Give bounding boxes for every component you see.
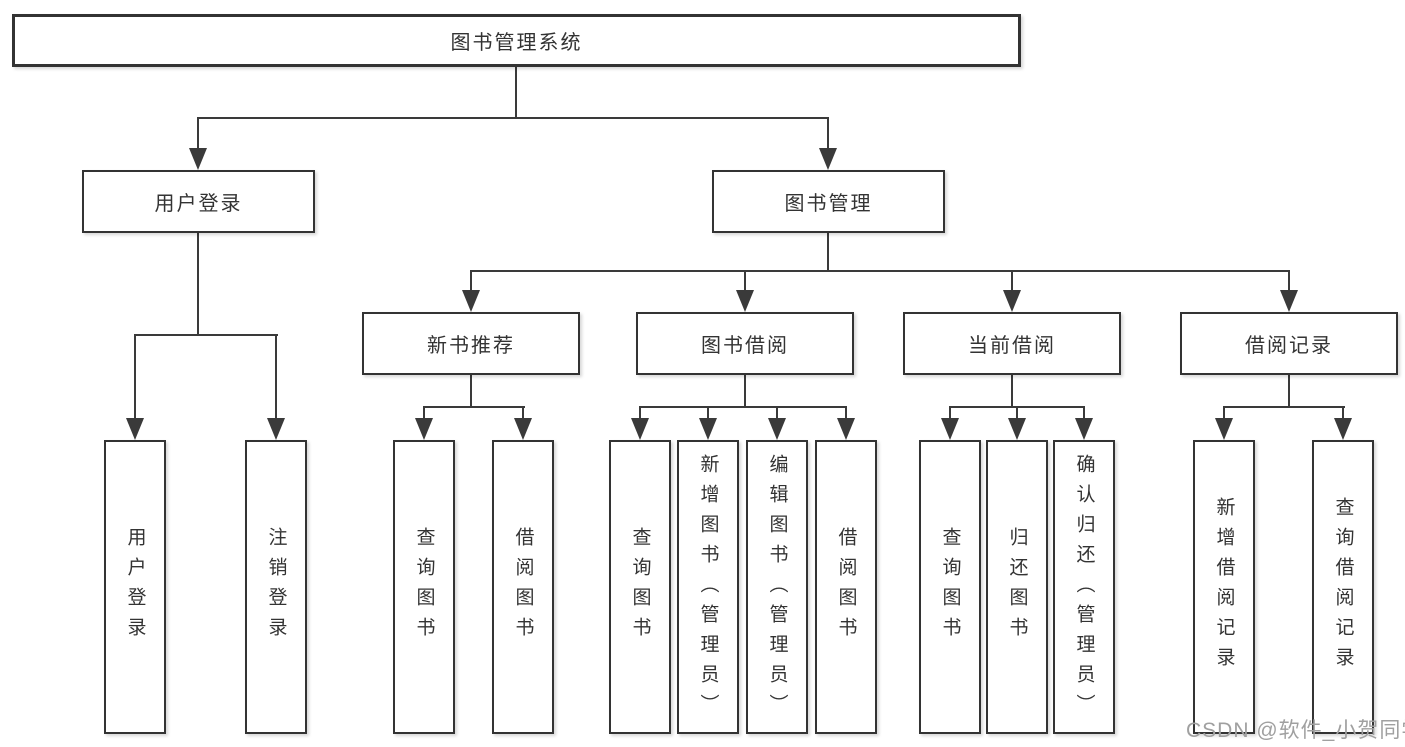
leaf-current-return-book: 归还图书 xyxy=(986,440,1048,734)
edge-drop-book-mgmt xyxy=(827,119,829,150)
edge-drop-leaf xyxy=(776,408,778,420)
edge-drop-leaf xyxy=(707,408,709,420)
edge-drop-leaf xyxy=(1016,408,1018,420)
leaf-recommend-borrow-book: 借阅图书 xyxy=(492,440,554,734)
leaf-records-add-record: 新增借阅记录 xyxy=(1193,440,1255,734)
node-borrow-records: 借阅记录 xyxy=(1180,312,1398,375)
leaf-current-query-book: 查询图书 xyxy=(919,440,981,734)
leaf-records-query-record: 查询借阅记录 xyxy=(1312,440,1374,734)
edge-drop-new-book-rec xyxy=(470,272,472,292)
edge-new-book-rec-branch-bar xyxy=(423,406,525,408)
arrowhead-down-icon xyxy=(699,418,717,440)
edge-drop-leaf xyxy=(1083,408,1085,420)
arrowhead-down-icon xyxy=(736,290,754,312)
leaf-logout-login: 注销登录 xyxy=(245,440,307,734)
edge-drop-leaf xyxy=(423,408,425,420)
node-current-borrow: 当前借阅 xyxy=(903,312,1121,375)
arrowhead-down-icon xyxy=(1334,418,1352,440)
leaf-borrow-add-book-admin: 新增图书（管理员） xyxy=(677,440,739,734)
leaf-borrow-query-book: 查询图书 xyxy=(609,440,671,734)
edge-user-login-stem xyxy=(197,233,199,336)
edge-root-stem xyxy=(515,67,517,119)
edge-user-login-branch-bar xyxy=(134,334,278,336)
watermark: CSDN @软件_小贺同学 xyxy=(1186,719,1405,742)
edge-drop-leaf-logout xyxy=(275,336,277,420)
leaf-user-login: 用户登录 xyxy=(104,440,166,734)
arrowhead-down-icon xyxy=(1075,418,1093,440)
node-user-login: 用户登录 xyxy=(82,170,315,233)
edge-drop-borrow-record xyxy=(1288,272,1290,292)
arrowhead-down-icon xyxy=(462,290,480,312)
edge-drop-leaf xyxy=(845,408,847,420)
arrowhead-down-icon xyxy=(1215,418,1233,440)
edge-book-mgmt-branch-bar xyxy=(470,270,1290,272)
edge-drop-leaf xyxy=(522,408,524,420)
arrowhead-down-icon xyxy=(941,418,959,440)
node-book-borrow: 图书借阅 xyxy=(636,312,854,375)
edge-borrow-records-branch-bar xyxy=(1223,406,1345,408)
arrowhead-down-icon xyxy=(631,418,649,440)
edge-current-borrow-stem xyxy=(1011,375,1013,408)
node-library-management-system: 图书管理系统 xyxy=(12,14,1021,67)
edge-current-borrow-branch-bar xyxy=(949,406,1085,408)
node-new-book-recommend: 新书推荐 xyxy=(362,312,580,375)
arrowhead-down-icon xyxy=(267,418,285,440)
leaf-recommend-query-book: 查询图书 xyxy=(393,440,455,734)
arrowhead-down-icon xyxy=(1008,418,1026,440)
edge-drop-leaf xyxy=(949,408,951,420)
edge-drop-book-borrow xyxy=(744,272,746,292)
leaf-current-confirm-return-admin: 确认归还（管理员） xyxy=(1053,440,1115,734)
edge-drop-leaf-user-login xyxy=(134,336,136,420)
arrowhead-down-icon xyxy=(819,148,837,170)
edge-drop-leaf xyxy=(1342,408,1344,420)
edge-root-branch-bar xyxy=(197,117,829,119)
arrowhead-down-icon xyxy=(514,418,532,440)
arrowhead-down-icon xyxy=(1280,290,1298,312)
edge-drop-leaf xyxy=(1223,408,1225,420)
arrowhead-down-icon xyxy=(1003,290,1021,312)
edge-drop-current-borrow xyxy=(1011,272,1013,292)
edge-book-borrow-branch-bar xyxy=(639,406,847,408)
edge-drop-leaf xyxy=(639,408,641,420)
leaf-borrow-borrow-book: 借阅图书 xyxy=(815,440,877,734)
arrowhead-down-icon xyxy=(837,418,855,440)
arrowhead-down-icon xyxy=(126,418,144,440)
arrowhead-down-icon xyxy=(768,418,786,440)
edge-new-book-rec-stem xyxy=(470,375,472,408)
leaf-borrow-edit-book-admin: 编辑图书（管理员） xyxy=(746,440,808,734)
edge-book-mgmt-stem xyxy=(827,233,829,272)
arrowhead-down-icon xyxy=(189,148,207,170)
edge-borrow-records-stem xyxy=(1288,375,1290,408)
edge-book-borrow-stem xyxy=(744,375,746,408)
edge-drop-user-login xyxy=(197,119,199,150)
arrowhead-down-icon xyxy=(415,418,433,440)
node-book-management: 图书管理 xyxy=(712,170,945,233)
